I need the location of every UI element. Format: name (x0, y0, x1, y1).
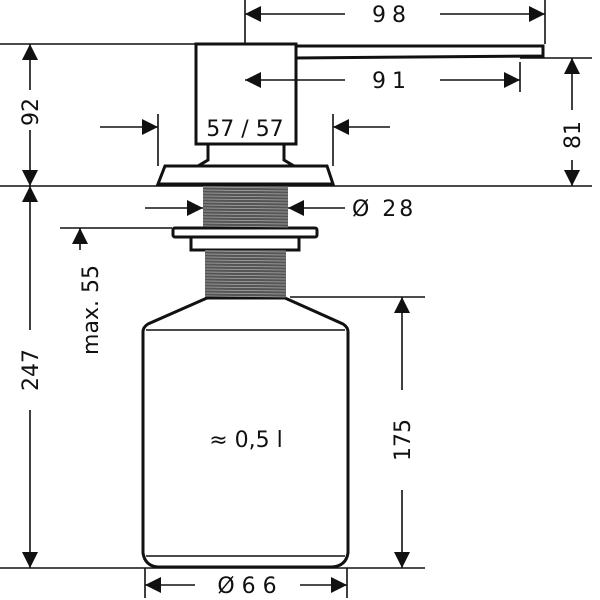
dim-81: 81 (561, 121, 586, 149)
thread-line (202, 186, 289, 189)
dim-diameter-66: Ø 6 6 (217, 574, 276, 599)
dim-max-55: max. 55 (79, 265, 104, 355)
thread-line (202, 201, 289, 204)
thread-line (204, 259, 287, 262)
thread-line (202, 195, 289, 198)
dimension-lines (22, 5, 580, 593)
thread-line (202, 219, 289, 222)
thread-line (202, 207, 289, 210)
thread-line (204, 295, 287, 298)
nut (189, 235, 301, 252)
thread-line (202, 222, 289, 225)
dim-diameter-28: Ø 28 (352, 197, 416, 222)
thread-lines (202, 186, 289, 298)
thread-line (202, 213, 289, 216)
thread-line (204, 256, 287, 259)
flange (155, 164, 336, 186)
thread-line (204, 250, 287, 253)
thread-line (204, 280, 287, 283)
dim-92: 92 (19, 98, 44, 126)
bottle (141, 296, 350, 569)
dim-91: 91 (372, 69, 412, 94)
thread-line (204, 253, 287, 256)
dim-57-57: 57 / 57 (206, 117, 283, 142)
thread-line (204, 292, 287, 295)
thread-line (204, 277, 287, 280)
thread-line (204, 271, 287, 274)
thread-line (204, 268, 287, 271)
dispenser-outline (141, 42, 545, 569)
thread-line (204, 283, 287, 286)
thread-line (202, 216, 289, 219)
pump-head (194, 42, 298, 146)
thread-line (204, 262, 287, 265)
thread-line (202, 225, 289, 228)
spout (294, 44, 545, 60)
thread-line (202, 210, 289, 213)
thread-line (202, 189, 289, 192)
neck (192, 142, 300, 168)
thread-line (202, 198, 289, 201)
thread-line (202, 192, 289, 195)
dim-volume: ≈ 0,5 l (209, 428, 283, 453)
thread-line (204, 289, 287, 292)
thread-line (204, 274, 287, 277)
dim-247: 247 (19, 349, 44, 391)
thread-line (204, 286, 287, 289)
thread-upper (203, 186, 288, 228)
dim-175: 175 (391, 419, 416, 461)
thread-line (204, 265, 287, 268)
dim-98: 98 (372, 3, 412, 28)
thread-line (202, 204, 289, 207)
